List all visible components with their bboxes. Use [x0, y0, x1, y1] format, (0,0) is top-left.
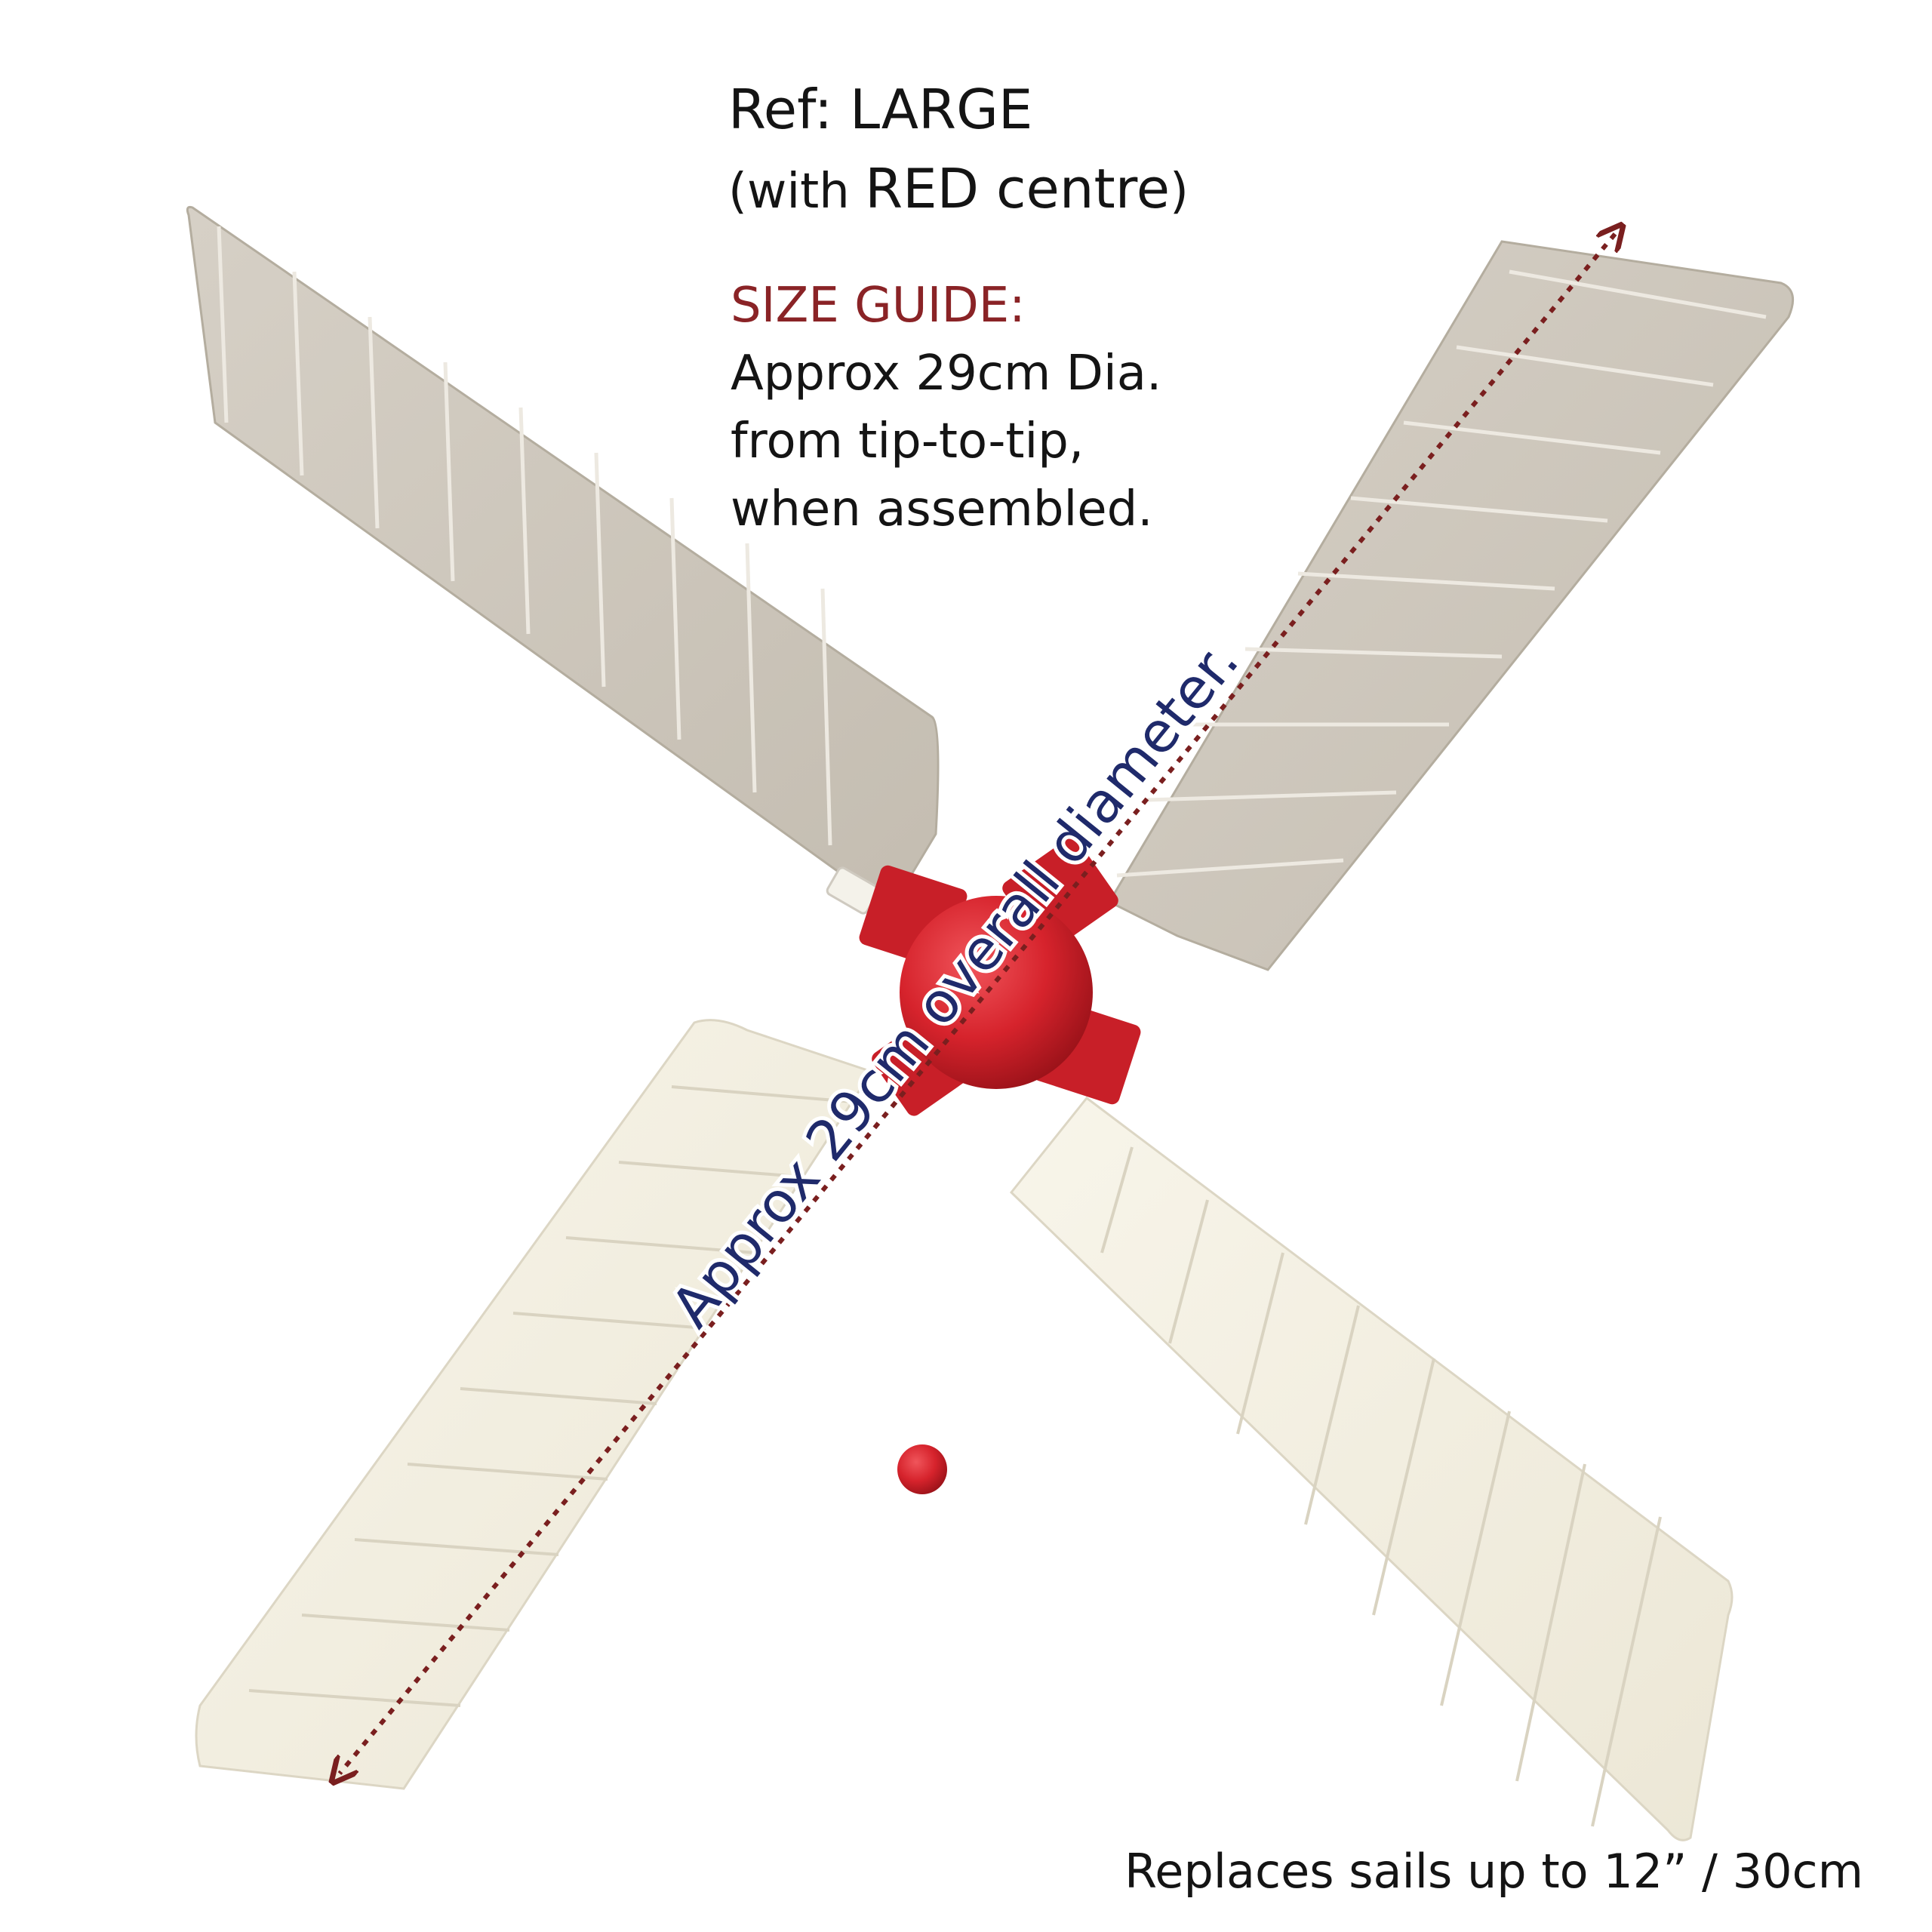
sail-bottom-right — [1009, 1096, 1734, 1841]
ref-sub-close: ) — [1170, 164, 1189, 220]
ref-prefix: Ref: — [728, 78, 851, 141]
size-guide-line: Approx 29cm Dia. — [731, 346, 1162, 401]
ref-sub-value: RED centre — [865, 157, 1171, 220]
ref-value: LARGE — [850, 78, 1033, 141]
size-guide-heading: SIZE GUIDE: — [731, 278, 1026, 334]
size-guide: SIZE GUIDE: Approx 29cm Dia. from tip-to… — [731, 272, 1161, 543]
size-guide-line: when assembled. — [731, 481, 1153, 537]
size-guide-line: from tip-to-tip, — [731, 414, 1084, 469]
ref-subtitle: (with RED centre) — [728, 151, 1189, 229]
ref-sub-open: (with — [728, 164, 866, 220]
ref-title: Ref: LARGE — [728, 72, 1032, 147]
footer-note: Replaces sails up to 12” / 30cm — [1124, 1844, 1864, 1899]
sail-bottom-left — [195, 1019, 874, 1790]
sail-top-right — [1107, 240, 1795, 971]
small-red-ball — [897, 1444, 947, 1494]
